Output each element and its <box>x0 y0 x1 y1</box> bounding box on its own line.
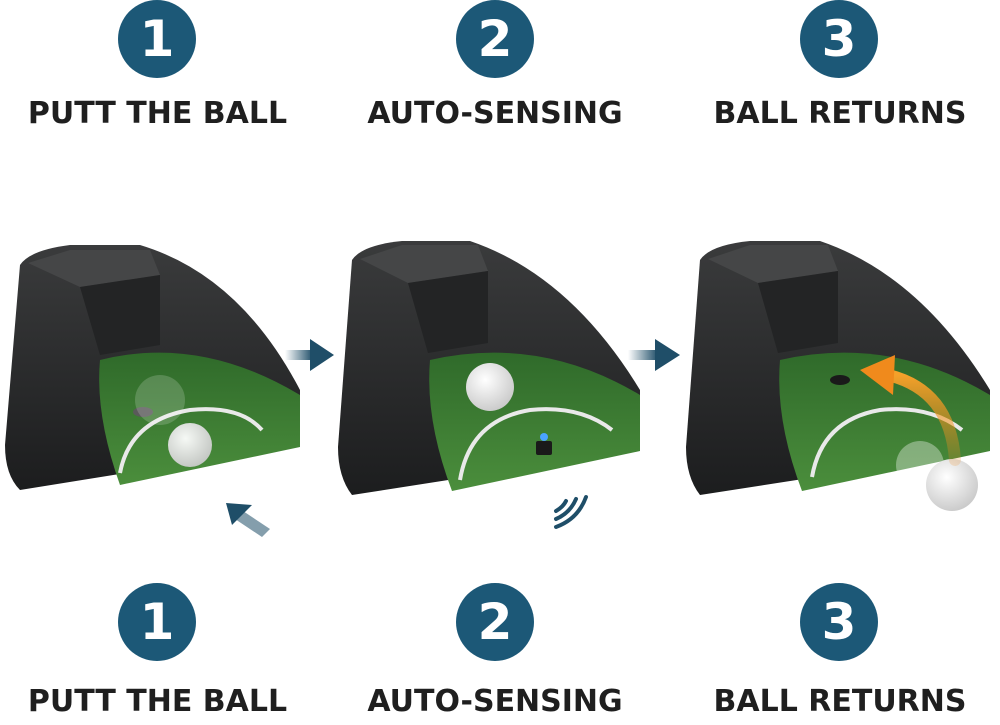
return-device-3 <box>686 241 990 495</box>
step-1-badge-bottom: 1 <box>118 583 196 661</box>
step-1-label-bottom: PUTT THE BALL <box>27 684 288 719</box>
step-3-label: BALL RETURNS <box>713 96 967 131</box>
step-2-badge-bottom: 2 <box>456 583 534 661</box>
device-illustrations <box>5 241 990 537</box>
arrow-up-right-icon <box>226 503 270 537</box>
putt-device-1 <box>5 245 300 490</box>
step-1-badge: 1 <box>118 0 196 78</box>
signal-wave-icon <box>554 495 588 529</box>
step-3-label-bottom: BALL RETURNS <box>713 684 967 719</box>
arrow-right-icon <box>285 339 334 371</box>
step-2-badge: 2 <box>456 0 534 78</box>
arrow-right-icon <box>628 339 680 371</box>
step-1-label: PUTT THE BALL <box>27 96 288 131</box>
step-2-label-bottom: AUTO-SENSING <box>367 684 623 719</box>
returning-ball <box>896 441 978 511</box>
curved-arrow-icon <box>860 355 961 466</box>
sensing-device-2 <box>338 241 640 495</box>
step-3-badge-bottom: 3 <box>800 583 878 661</box>
step-3-badge: 3 <box>800 0 878 78</box>
step-2-label: AUTO-SENSING <box>367 96 623 131</box>
